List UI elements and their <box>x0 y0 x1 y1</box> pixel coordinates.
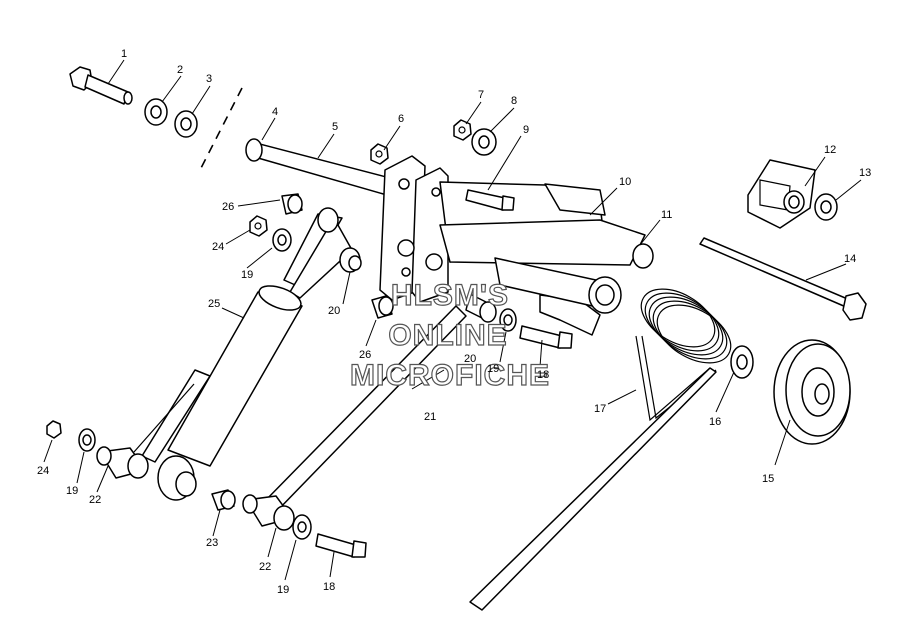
part-spring-17 <box>469 288 732 611</box>
callout-26-b: 26 <box>359 349 371 361</box>
part-nut-24-a <box>249 215 268 237</box>
part-end-22-lower <box>242 494 295 531</box>
callout-16: 16 <box>709 416 721 428</box>
callout-14: 14 <box>844 253 856 265</box>
callout-numbers: 1 2 3 4 5 6 7 8 9 10 11 12 13 14 15 16 1… <box>37 48 871 596</box>
part-bolt-9 <box>465 189 515 211</box>
callout-4: 4 <box>272 106 278 118</box>
watermark-line-2: ONLINE <box>388 319 507 352</box>
part-washer-8 <box>471 128 497 156</box>
part-nut-6 <box>370 143 389 165</box>
part-washer-19-b <box>499 308 517 332</box>
callout-20-a: 20 <box>328 305 340 317</box>
part-nut-24-b <box>46 420 62 439</box>
callout-19-d: 19 <box>277 584 289 596</box>
callout-25: 25 <box>208 298 220 310</box>
part-bushing-26-a <box>281 193 303 215</box>
part-washer-19-a <box>272 228 292 252</box>
callout-13: 13 <box>859 167 871 179</box>
callout-19-a: 19 <box>241 269 253 281</box>
part-wheel-15 <box>773 339 851 445</box>
callout-12: 12 <box>824 144 836 156</box>
callout-22-a: 22 <box>89 494 101 506</box>
watermark-line-1: HLSM'S <box>391 279 509 312</box>
part-washer-19-d <box>292 514 312 540</box>
part-bushing-23 <box>211 489 236 511</box>
part-bushing-26-b <box>371 295 394 319</box>
callout-1: 1 <box>121 48 127 60</box>
callout-7: 7 <box>478 89 484 101</box>
callout-18-upper: 18 <box>537 369 549 381</box>
part-washer-13 <box>814 193 838 221</box>
part-sleeve-11 <box>439 219 654 314</box>
part-bolt-18-upper <box>519 325 573 349</box>
part-washer-2 <box>144 98 168 126</box>
centerline-dashed <box>199 87 243 171</box>
callout-19-c: 19 <box>66 485 78 497</box>
watermark: HLSM'S ONLINE MICROFICHE <box>349 278 550 392</box>
part-washer-19-c <box>78 428 96 452</box>
part-washer-3 <box>174 110 198 138</box>
part-shock-25 <box>141 207 362 501</box>
part-bolt-18-lower <box>315 533 367 558</box>
part-bolt-1 <box>69 66 133 105</box>
callout-18-lower: 18 <box>323 581 335 593</box>
callout-8: 8 <box>511 95 517 107</box>
callout-6: 6 <box>398 113 404 125</box>
callout-9: 9 <box>523 124 529 136</box>
callout-24-b: 24 <box>37 465 49 477</box>
callout-10: 10 <box>619 176 631 188</box>
callout-5: 5 <box>332 121 338 133</box>
link-arm-line <box>133 383 195 453</box>
callout-17: 17 <box>594 403 606 415</box>
callout-15: 15 <box>762 473 774 485</box>
callout-21: 21 <box>424 411 436 423</box>
callout-3: 3 <box>206 73 212 85</box>
callout-19-b: 19 <box>487 363 499 375</box>
part-block-12 <box>747 159 816 229</box>
callout-2: 2 <box>177 64 183 76</box>
callout-11: 11 <box>661 209 672 221</box>
callout-23: 23 <box>206 537 218 549</box>
callout-22-b: 22 <box>259 561 271 573</box>
watermark-line-3: MICROFICHE <box>350 359 550 392</box>
leader-lines <box>43 59 862 581</box>
part-washer-16 <box>730 345 754 379</box>
part-end-22-upper <box>96 446 149 479</box>
part-nut-7 <box>453 119 472 141</box>
part-axle-bolt-14 <box>699 237 867 321</box>
callout-26-a: 26 <box>222 201 234 213</box>
callout-24-a: 24 <box>212 241 224 253</box>
callout-20-b: 20 <box>464 353 476 365</box>
